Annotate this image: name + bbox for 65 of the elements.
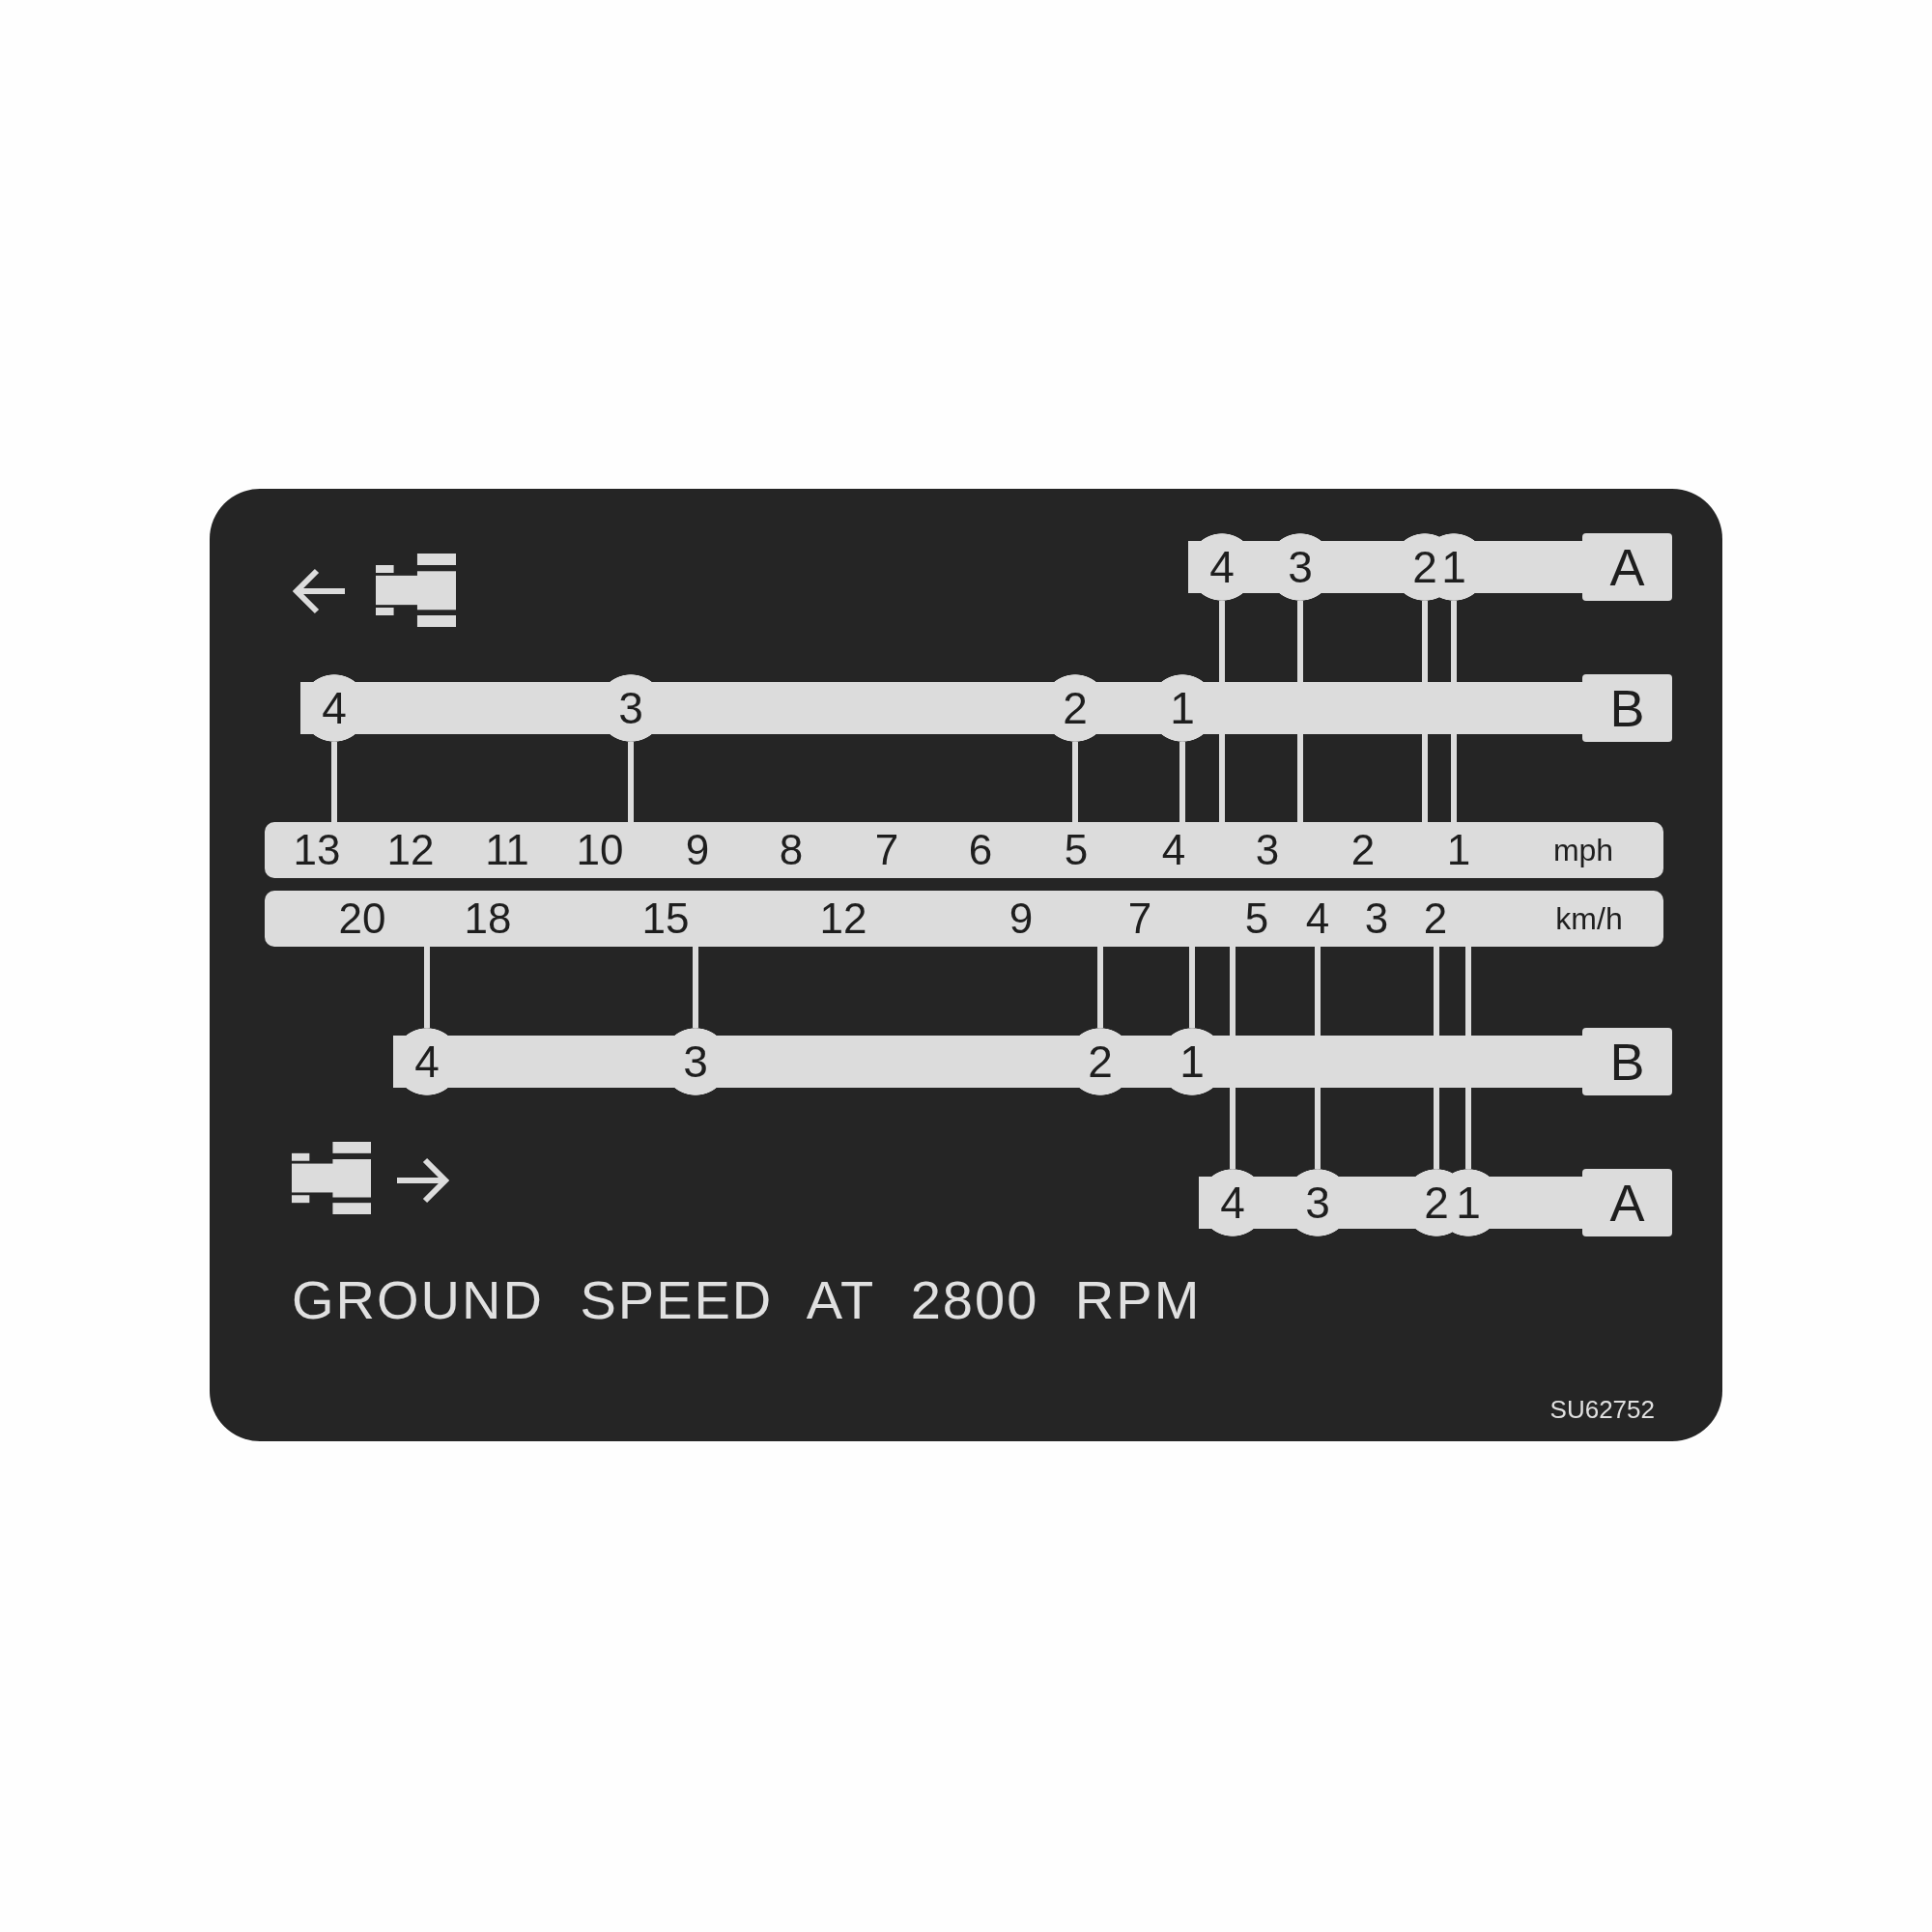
speed-scale	[265, 891, 1663, 947]
scale-value: 3	[1255, 829, 1280, 871]
scale-value: 12	[819, 897, 867, 940]
connector-line	[1297, 601, 1303, 822]
scale-value: 2	[1350, 829, 1376, 871]
scale-value: 7	[1127, 897, 1152, 940]
gear-number: 2	[1424, 1180, 1449, 1225]
scale-value: 8	[779, 829, 804, 871]
speed-scale	[265, 822, 1663, 878]
gear-number: 4	[1209, 545, 1235, 589]
connector-line	[1097, 947, 1103, 1028]
scale-value: 11	[485, 829, 529, 871]
range-letter: A	[1582, 533, 1672, 601]
connector-line	[1072, 742, 1078, 822]
gear-number: 1	[1441, 545, 1466, 589]
gear-number: 3	[618, 686, 643, 730]
scale-value: 20	[338, 897, 386, 940]
plate-title: GROUND SPEED AT 2800 RPM	[292, 1273, 1202, 1327]
gear-number: 2	[1412, 545, 1437, 589]
unit-label: km/h	[1555, 903, 1623, 934]
gear-number: 2	[1088, 1039, 1113, 1084]
connector-line	[693, 947, 698, 1028]
gear-number: 3	[683, 1039, 708, 1084]
connector-line	[331, 742, 337, 822]
scale-value: 5	[1064, 829, 1089, 871]
connector-line	[424, 947, 430, 1028]
scale-value: 9	[685, 829, 710, 871]
scale-value: 12	[386, 829, 435, 871]
scale-value: 10	[576, 829, 624, 871]
scale-value: 6	[968, 829, 993, 871]
scale-value: 7	[874, 829, 899, 871]
gear-number: 4	[322, 686, 347, 730]
range-letter: B	[1582, 674, 1672, 742]
gear-number: 2	[1063, 686, 1088, 730]
gear-number: 3	[1305, 1180, 1330, 1225]
gear-number: 4	[1220, 1180, 1245, 1225]
scale-value: 2	[1423, 897, 1448, 940]
scale-value: 13	[293, 829, 341, 871]
connector-line	[1230, 947, 1236, 1169]
scale-value: 4	[1161, 829, 1186, 871]
scale-value: 1	[1446, 829, 1471, 871]
gear-number: 4	[414, 1039, 440, 1084]
gear-number: 1	[1179, 1039, 1205, 1084]
gear-number: 3	[1288, 545, 1313, 589]
connector-line	[1219, 601, 1225, 822]
scale-value: 5	[1244, 897, 1269, 940]
connector-line	[1451, 601, 1457, 822]
unit-label: mph	[1552, 835, 1614, 866]
connector-line	[1434, 947, 1439, 1169]
scale-value: 3	[1364, 897, 1389, 940]
connector-line	[1422, 601, 1428, 822]
connector-line	[628, 742, 634, 822]
connector-line	[1465, 947, 1471, 1169]
range-letter: A	[1582, 1169, 1672, 1236]
range-letter: B	[1582, 1028, 1672, 1095]
scale-value: 15	[641, 897, 690, 940]
gear-number: 1	[1456, 1180, 1481, 1225]
part-number: SU62752	[1549, 1397, 1655, 1422]
scale-value: 9	[1009, 897, 1034, 940]
gear-number: 1	[1170, 686, 1195, 730]
connector-line	[1315, 947, 1321, 1169]
connector-line	[1189, 947, 1195, 1028]
scale-value: 18	[464, 897, 512, 940]
connector-line	[1179, 742, 1185, 822]
scale-value: 4	[1305, 897, 1330, 940]
